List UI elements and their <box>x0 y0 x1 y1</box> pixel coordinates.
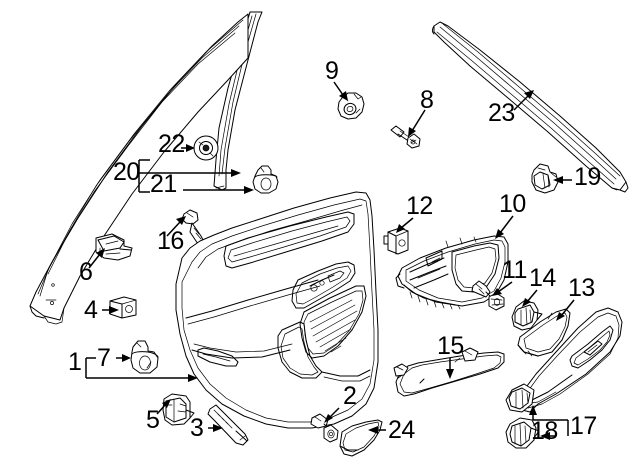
callout-15[interactable]: 15 <box>437 332 464 360</box>
part-cable-clip <box>337 92 365 120</box>
callout-3[interactable]: 3 <box>190 414 204 442</box>
part-switch-panel-assembly <box>505 307 623 413</box>
part-belt-weatherstrip-molding <box>432 21 629 193</box>
callout-18[interactable]: 18 <box>531 417 558 445</box>
part-flange-bolt <box>471 280 505 311</box>
part-switch-bezel-cap <box>517 308 571 357</box>
callout-9[interactable]: 9 <box>325 57 339 85</box>
callout-6[interactable]: 6 <box>79 258 93 286</box>
callout-5[interactable]: 5 <box>146 406 160 434</box>
callout-10[interactable]: 10 <box>499 190 526 218</box>
callout-11[interactable]: 11 <box>502 256 527 284</box>
leader-lines <box>85 81 575 440</box>
callout-19[interactable]: 19 <box>574 163 601 191</box>
part-wire-harness-clip <box>531 163 559 194</box>
callout-14[interactable]: 14 <box>529 264 556 292</box>
part-push-pin-retainer-21 <box>252 165 279 194</box>
callout-21[interactable]: 21 <box>150 170 177 198</box>
callout-4[interactable]: 4 <box>84 296 98 324</box>
part-door-trim-panel <box>175 191 379 429</box>
part-screw-grommet <box>310 413 339 443</box>
callout-22[interactable]: 22 <box>158 130 185 158</box>
callout-16[interactable]: 16 <box>157 227 184 255</box>
callout-7[interactable]: 7 <box>97 344 111 372</box>
part-push-pin-retainer-7 <box>130 340 159 374</box>
callout-8[interactable]: 8 <box>420 86 434 114</box>
part-lower-trim-cap <box>339 419 383 457</box>
part-spring-clip <box>511 300 543 331</box>
part-screw-and-washer <box>390 125 421 149</box>
callout-2[interactable]: 2 <box>343 382 357 410</box>
callout-23[interactable]: 23 <box>488 99 515 127</box>
part-cover-cap <box>109 296 137 319</box>
callout-24[interactable]: 24 <box>388 416 415 444</box>
callout-12[interactable]: 12 <box>406 192 433 220</box>
callout-20[interactable]: 20 <box>113 158 140 186</box>
callout-17[interactable]: 17 <box>570 412 597 440</box>
part-grommet-washer <box>193 135 219 161</box>
part-retainer-clip-18 <box>505 417 540 449</box>
callout-13[interactable]: 13 <box>568 274 595 302</box>
part-small-clip <box>383 227 409 255</box>
callout-1[interactable]: 1 <box>68 348 82 376</box>
part-tapping-screw <box>207 404 249 446</box>
